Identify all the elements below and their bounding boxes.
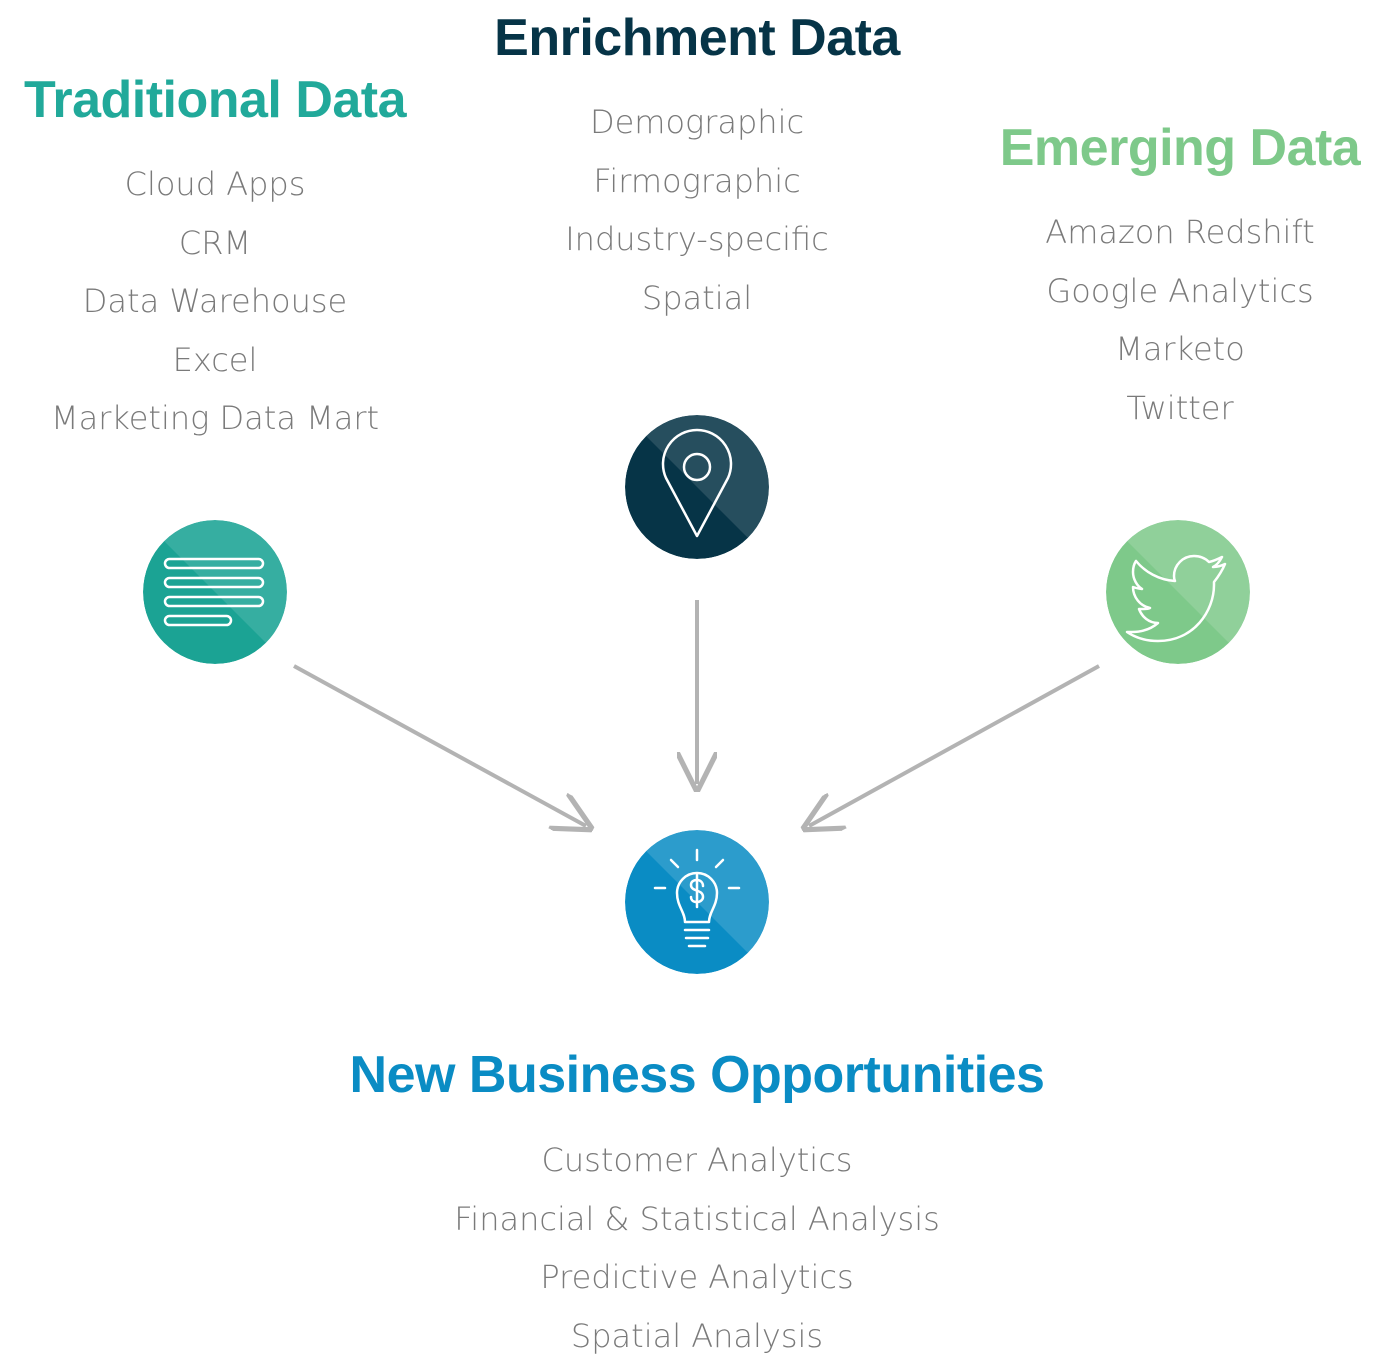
twitter-bird-icon <box>1106 520 1250 664</box>
arrow-traditional-to-opportunities <box>294 666 586 826</box>
map-pin-icon <box>625 415 769 559</box>
arrow-emerging-to-opportunities <box>809 666 1099 826</box>
lightbulb-dollar-icon <box>625 830 769 974</box>
document-lines-icon <box>143 520 287 664</box>
